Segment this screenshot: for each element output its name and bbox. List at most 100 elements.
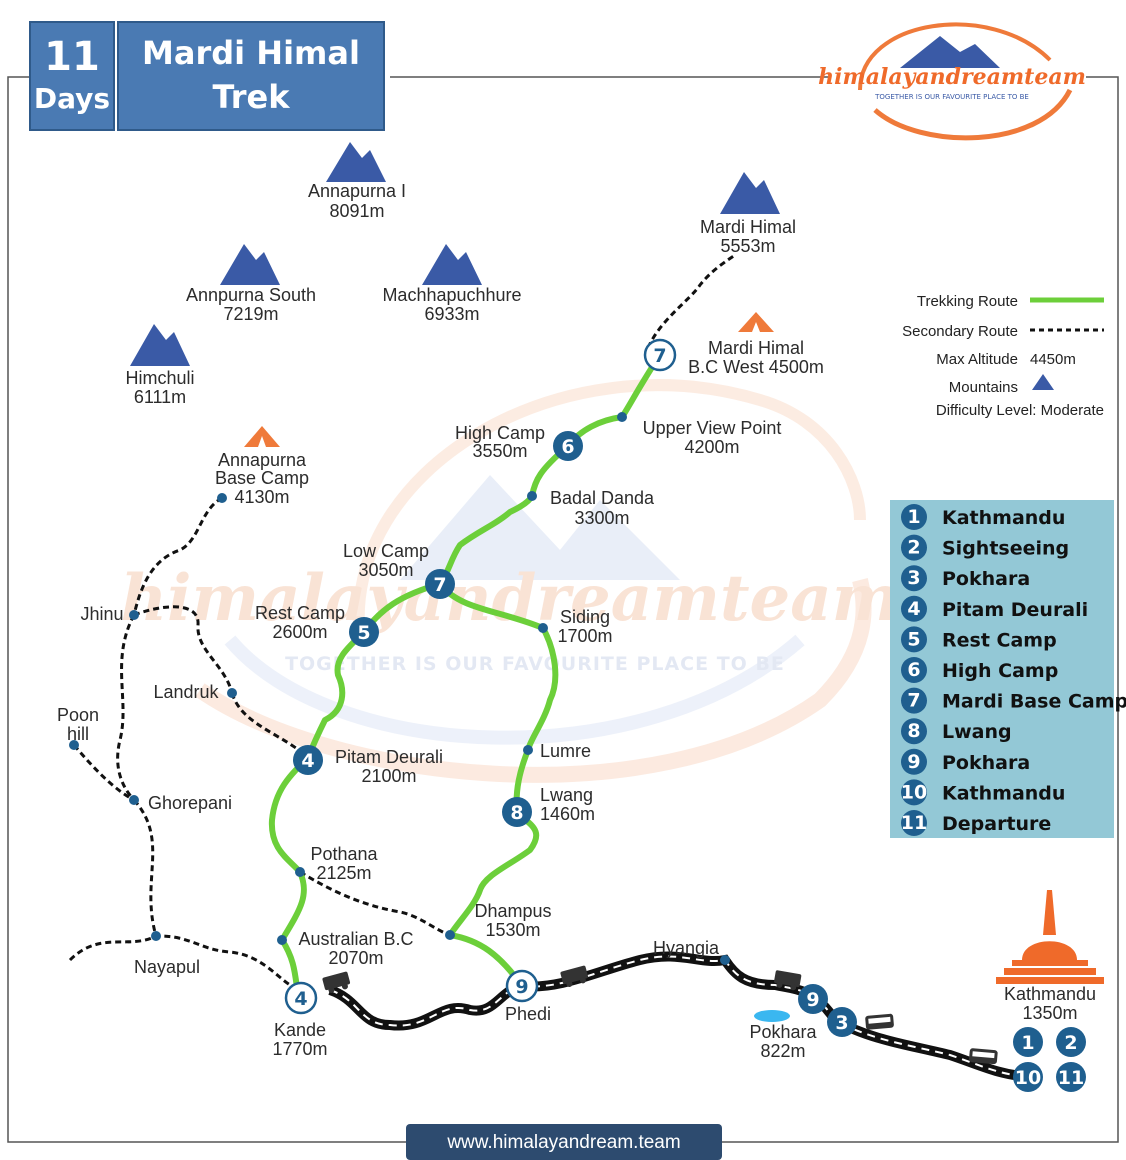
itinerary-day-number: 9 (907, 751, 920, 773)
place-name: Ghorepani (148, 793, 232, 813)
itinerary-day-number: 2 (907, 537, 920, 559)
camp-name: B.C West 4500m (688, 357, 824, 377)
waypoint-dot (227, 688, 237, 698)
camp-name: Base Camp (215, 468, 309, 488)
place-name: Lwang (540, 785, 593, 805)
itinerary-label: Departure (942, 813, 1051, 835)
itinerary-label: Sightseeing (942, 538, 1069, 560)
tent-icon (244, 426, 280, 447)
website-url: www.himalayandream.team (446, 1132, 680, 1153)
place-labels: Mardi Himal B.C West 4500m Annapurna Bas… (57, 338, 1096, 1061)
legend-max-altitude-value: 4450m (1030, 351, 1076, 368)
itinerary-label: Kathmandu (942, 507, 1065, 529)
map-frame (7, 76, 1119, 1143)
jeep-icon (560, 965, 589, 987)
footer-badge (406, 1124, 722, 1160)
mountain-name: Annapurna I (308, 181, 406, 201)
itinerary-label: Kathmandu (942, 782, 1065, 804)
place-altitude: 822m (760, 1041, 805, 1061)
company-logo: himalayandreamteam TOGETHER IS OUR FAVOU… (818, 22, 1086, 141)
place-name: Jhinu (80, 604, 123, 624)
svg-text:1: 1 (1021, 1032, 1034, 1054)
watermark-name: himalayandreamteam (121, 561, 900, 636)
itinerary-day-number: 11 (901, 812, 927, 834)
day-marker: 2 (1056, 1027, 1086, 1057)
camp-name: Mardi Himal (708, 338, 804, 358)
place-name: Badal Danda (550, 488, 655, 508)
svg-text:4: 4 (294, 988, 307, 1010)
waypoint-dot (217, 493, 227, 503)
svg-text:9: 9 (515, 976, 528, 998)
itinerary-day-badge (901, 504, 927, 530)
logo-mountain-icon (900, 36, 1000, 68)
itinerary-day-number: 6 (907, 659, 920, 681)
svg-text:11: 11 (1058, 1067, 1084, 1089)
itinerary-day-badge (901, 626, 927, 653)
place-name: Low Camp (343, 541, 429, 561)
place-name: Kathmandu (1004, 984, 1096, 1004)
itinerary-day-badge (901, 657, 927, 683)
place-altitude: 3050m (358, 560, 413, 580)
itinerary-day-badge (901, 687, 927, 714)
place-name: Siding (560, 607, 610, 627)
itinerary-item: 2 Sightseeing (901, 534, 1069, 561)
place-altitude: 1350m (1022, 1003, 1077, 1023)
footer: www.himalayandream.team (406, 1124, 722, 1160)
mountain-icon (130, 324, 190, 366)
day-marker: 1 (1013, 1027, 1043, 1057)
itinerary-day-badge (901, 779, 927, 806)
bus-icon (969, 1048, 998, 1065)
day-marker: 7 (425, 569, 455, 599)
waypoint-dot (617, 412, 627, 422)
place-name: Pokhara (749, 1022, 817, 1042)
mountains-layer (130, 142, 780, 366)
legend-mountain-icon (1032, 374, 1054, 390)
place-name: Kande (274, 1020, 326, 1040)
waypoint-dot (527, 491, 537, 501)
route-dots (69, 412, 730, 965)
waypoint-dot (277, 935, 287, 945)
waypoint-dot (538, 623, 548, 633)
itinerary-day-number: 1 (907, 506, 920, 528)
day-markers: 7 6 7 5 4 8 9 4 9 3 1 2 10 11 (284, 338, 1086, 1092)
place-altitude: 1530m (485, 920, 540, 940)
itinerary-day-number: 8 (907, 720, 920, 742)
svg-text:5: 5 (357, 622, 370, 644)
legend-difficulty: Difficulty Level: Moderate (936, 402, 1104, 419)
place-altitude: 2600m (272, 622, 327, 642)
tent-icon (738, 312, 774, 332)
stupa-icon (996, 890, 1104, 984)
itinerary-item: 1 Kathmandu (901, 504, 1065, 530)
day-marker: 11 (1056, 1062, 1086, 1092)
mountain-name: Himchuli (125, 368, 194, 388)
place-name: Pitam Deurali (335, 747, 443, 767)
bus-icon (865, 1013, 894, 1030)
itinerary-item: 11 Departure (901, 810, 1051, 836)
legend-secondary-label: Secondary Route (902, 323, 1018, 340)
logo-tagline: TOGETHER IS OUR FAVOURITE PLACE TO BE (874, 93, 1029, 101)
svg-text:10: 10 (1015, 1067, 1041, 1089)
itinerary-day-badge (901, 534, 927, 561)
itinerary-day-number: 4 (907, 598, 920, 620)
watermark: himalayandreamteam TOGETHER IS OUR FAVOU… (121, 379, 900, 783)
place-name: Lumre (540, 741, 591, 761)
waypoint-dot (720, 955, 730, 965)
itinerary-label: Pokhara (942, 568, 1030, 590)
svg-text:3: 3 (835, 1012, 848, 1034)
mountain-icon (422, 244, 482, 285)
place-name: hill (67, 724, 89, 744)
mountain-altitude: 7219m (223, 304, 278, 324)
days-number: 11 (44, 34, 100, 80)
camp-altitude: 4130m (234, 487, 289, 507)
itinerary-day-badge (901, 748, 927, 775)
day-marker: 9 (798, 984, 828, 1014)
svg-text:6: 6 (561, 436, 574, 458)
road (328, 951, 1026, 1081)
itinerary-day-number: 7 (907, 690, 920, 712)
place-name: Phedi (505, 1004, 551, 1024)
